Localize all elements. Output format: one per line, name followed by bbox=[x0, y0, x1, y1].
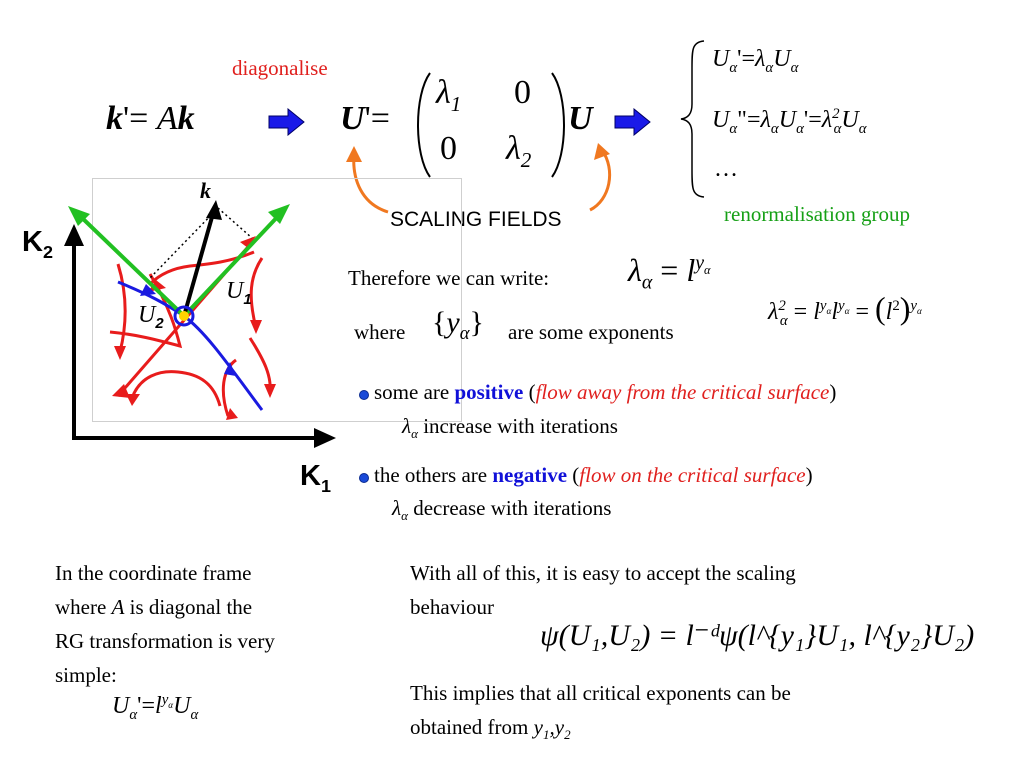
matrix-paren-right bbox=[551, 72, 565, 178]
renormalisation-group-label: renormalisation group bbox=[724, 202, 911, 226]
y-set: {yα} bbox=[432, 306, 484, 344]
equation-u-prime: U'= bbox=[340, 100, 390, 138]
bottom-right-intro: With all of this, it is easy to accept t… bbox=[410, 561, 796, 619]
bullet-positive-sub: λα increase with iterations bbox=[402, 414, 618, 442]
matrix-U-right: U bbox=[568, 100, 593, 137]
system-line-1: Uα'=λαUα bbox=[712, 46, 799, 76]
system-line-2: Uα"=λαUα'=λ2αUα bbox=[712, 106, 867, 137]
bullet-positive: some are positive (flow away from the cr… bbox=[374, 380, 837, 404]
matrix-a12: 0 bbox=[514, 74, 531, 111]
diagonalise-label: diagonalise bbox=[232, 56, 328, 80]
scaling-fields-label: SCALING FIELDS bbox=[390, 208, 562, 231]
scaling-arrows bbox=[346, 143, 612, 214]
eq-eq: '= bbox=[123, 100, 149, 137]
bullet-dot-1 bbox=[360, 391, 368, 399]
lambda-squared-equation: λ2α = lyαlyα = (l2)yα bbox=[768, 290, 922, 329]
matrix-paren-left bbox=[417, 72, 431, 178]
equation-k-prime: k'= Ak bbox=[106, 100, 195, 138]
u2-label: U2 bbox=[138, 302, 164, 332]
psi-scaling-equation: ψ(U₁,U₂) = l⁻ᵈψ(l^{y₁}U₁, l^{y₂}U₂) bbox=[540, 619, 975, 652]
bullet-negative-sub: λα decrease with iterations bbox=[392, 496, 612, 524]
bullet-dot-2 bbox=[360, 474, 368, 482]
matrix-a21: 0 bbox=[440, 130, 457, 167]
axis-label-k1: K1 bbox=[300, 460, 331, 496]
bullet-negative: the others are negative (flow on the cri… bbox=[374, 463, 813, 487]
where-text: where bbox=[354, 320, 406, 344]
bottom-right-implies: This implies that all critical exponents… bbox=[410, 681, 791, 743]
arrow-icon-1 bbox=[268, 108, 305, 136]
lambda-equation: λα = lyα bbox=[628, 252, 711, 294]
u1-label: U1 bbox=[226, 278, 252, 308]
u-prime-eq: '= bbox=[364, 100, 390, 137]
eq-k: k bbox=[106, 100, 123, 137]
arrow-icon-2 bbox=[614, 108, 651, 136]
eq-A: A bbox=[156, 100, 178, 137]
vector-k-label: k bbox=[200, 178, 211, 203]
flow-diagram bbox=[64, 200, 336, 448]
therefore-text: Therefore we can write: bbox=[348, 266, 550, 290]
are-exponents-text: are some exponents bbox=[508, 320, 674, 344]
axis-label-k2: K2 bbox=[22, 226, 53, 262]
matrix-a22: λ2 bbox=[506, 130, 532, 172]
bottom-left-text: In the coordinate frame where A is diago… bbox=[55, 561, 275, 687]
u-prime-U: U bbox=[340, 100, 365, 137]
diagram-frame bbox=[92, 178, 462, 422]
system-line-3: … bbox=[714, 156, 738, 182]
eq-k2: k bbox=[177, 100, 195, 137]
system-brace bbox=[680, 40, 705, 198]
bottom-left-equation: Uα'=lyαUα bbox=[112, 692, 199, 723]
matrix-a11: λ1 bbox=[436, 74, 462, 116]
